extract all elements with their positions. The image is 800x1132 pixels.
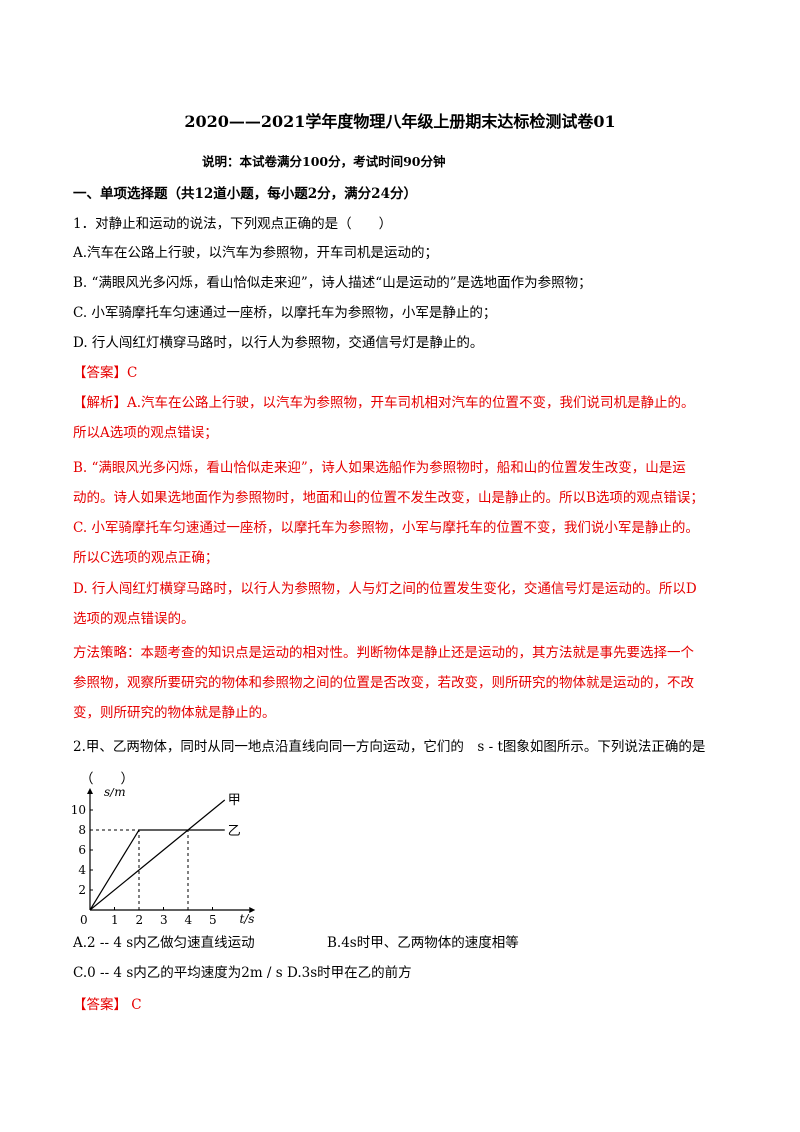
q1-analysis-line: 方法策略：本题考查的知识点是运动的相对性。判断物体是静止还是运动的，其方法就是事…: [73, 645, 694, 661]
series-line-yi: [89, 829, 225, 911]
y-axis-arrow: [87, 788, 93, 794]
q2-option-c: C.0 -- 4 s内乙的平均速度为2m / s: [73, 965, 283, 981]
series-line-jia: [89, 799, 226, 911]
q1-analysis-line: B. “满眼风光多闪烁，看山恰似走来迎”，诗人如果选船作为参照物时，船和山的位置…: [73, 460, 686, 476]
y-tick-label: 2: [78, 883, 86, 897]
y-tick-label: 8: [78, 823, 86, 837]
q1-option-d: D. 行人闯红灯横穿马路时，以行人为参照物，交通信号灯是静止的。: [73, 335, 484, 351]
q1-analysis-line: C. 小军骑摩托车匀速通过一座桥，以摩托车为参照物，小军与摩托车的位置不变，我们…: [73, 520, 699, 536]
y-tick-label: 4: [78, 863, 86, 877]
q1-analysis-line: 变，则所研究的物体就是静止的。: [73, 705, 276, 721]
q2-option-a: A.2 -- 4 s内乙做匀速直线运动: [73, 935, 255, 951]
q1-option-c: C. 小军骑摩托车匀速通过一座桥，以摩托车为参照物，小军是静止的；: [73, 305, 497, 321]
question-2-stem: 2.甲、乙两物体，同时从同一地点沿直线向同一方向运动，它们的 s - t图象如图…: [73, 739, 706, 755]
x-tick-label: 5: [209, 913, 217, 927]
q1-analysis-line: 【解析】A.汽车在公路上行驶，以汽车为参照物，开车司机相对汽车的位置不变，我们说…: [73, 395, 695, 411]
page-title: 2020——2021学年度物理八年级上册期末达标检测试卷01: [184, 112, 616, 131]
x-tick-label: 3: [160, 913, 168, 927]
x-tick-label: 2: [136, 913, 144, 927]
x-axis-label: t/s: [239, 912, 254, 926]
x-tick-label: 1: [111, 913, 119, 927]
y-axis-label: s/m: [104, 788, 126, 799]
q1-analysis-line: 动的。诗人如果选地面作为参照物时，地面和山的位置不发生改变，山是静止的。所以B选…: [73, 490, 704, 506]
q2-answer: 【答案】 C: [73, 997, 142, 1013]
q2-answer-blank: （ ）: [80, 771, 134, 787]
q2-option-d: D.3s时甲在乙的前方: [287, 965, 412, 981]
q1-analysis-line: 选项的观点错误的。: [73, 611, 195, 627]
y-tick-label: 10: [71, 803, 86, 817]
x-tick-label: 0: [80, 913, 88, 927]
series-label: 甲: [228, 793, 241, 808]
x-tick-label: 4: [185, 913, 193, 927]
y-tick-label: 6: [78, 843, 86, 857]
x-axis-arrow: [249, 907, 256, 913]
q1-option-b: B. “满眼风光多闪烁，看山恰似走来迎”，诗人描述“山是运动的”是选地面作为参照…: [73, 275, 592, 291]
q1-analysis-line: 参照物，观察所要研究的物体和参照物之间的位置是否改变，若改变，则所研究的物体就是…: [73, 675, 694, 691]
series-label: 乙: [228, 824, 241, 839]
q1-option-a: A.汽车在公路上行驶，以汽车为参照物，开车司机是运动的；: [73, 245, 439, 261]
q1-analysis-line: D. 行人闯红灯横穿马路时，以行人为参照物，人与灯之间的位置发生变化，交通信号灯…: [73, 581, 697, 597]
q1-analysis-line: 所以C选项的观点正确；: [73, 550, 219, 566]
q1-analysis-line: 所以A选项的观点错误；: [73, 425, 218, 441]
q1-answer: 【答案】C: [73, 365, 138, 381]
q2-option-b: B.4s时甲、乙两物体的速度相等: [327, 935, 519, 951]
section-heading: 一、单项选择题（共12道小题，每小题2分，满分24分）: [73, 186, 417, 202]
s-t-graph: s/m t/s 0 1 2 3 4 5 2 4 6 8 10 甲乙: [71, 788, 256, 927]
exam-note: 说明：本试卷满分100分，考试时间90分钟: [202, 154, 446, 169]
question-1-stem: 1．对静止和运动的说法，下列观点正确的是（ ）: [73, 216, 393, 232]
